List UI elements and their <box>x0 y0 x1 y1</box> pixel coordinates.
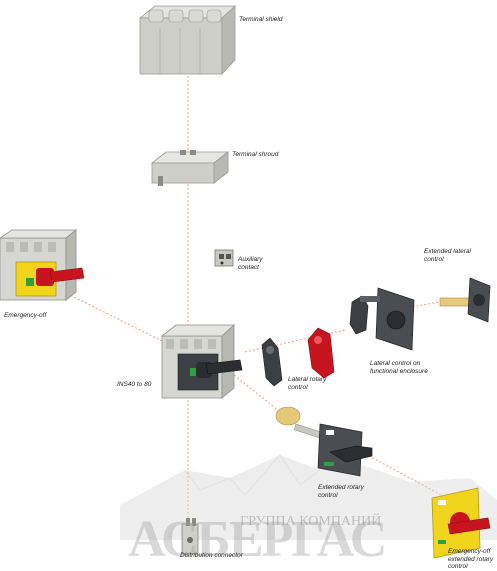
handle-icon <box>261 327 335 387</box>
emergency-extended-icon <box>431 487 491 559</box>
label-emergency-off: Emergency-off <box>4 312 47 319</box>
label-lateral-control-enclosure: Lateral control on functional enclosure <box>370 360 428 375</box>
enclosure-plate-icon <box>349 287 415 351</box>
label-auxiliary-contact: Auxiliary contact <box>238 256 263 271</box>
watermark-company: ГРУППА КОМПАНИЙ <box>240 514 382 529</box>
label-terminal-shroud: Terminal shroud <box>232 151 279 158</box>
label-extended-rotary-control: Extended rotary control <box>318 484 364 499</box>
terminal-shroud-icon <box>150 150 230 186</box>
extension-shaft-icon <box>439 277 491 323</box>
label-terminal-shield: Terminal shield <box>239 16 283 23</box>
watermark-mountain <box>120 454 497 540</box>
label-emergency-off-extended: Emergency-off extended rotary control <box>448 548 494 570</box>
emergency-switch-icon <box>0 229 85 301</box>
label-distribution-connector: Distribution connector <box>180 552 243 559</box>
extended-rotary-control-icon <box>275 406 373 477</box>
label-lateral-rotary-control: Lateral rotary control <box>288 376 327 391</box>
auxiliary-contact-icon <box>214 249 234 267</box>
label-ins40-to-80: INS40 to 80 <box>117 381 152 388</box>
terminal-shield-icon <box>138 5 237 76</box>
switch-body-icon <box>160 324 243 399</box>
watermark-logo: АСБЕРГАС <box>128 511 387 568</box>
distribution-connector-icon <box>181 518 199 555</box>
label-extended-lateral-control: Extended lateral control <box>424 248 471 263</box>
